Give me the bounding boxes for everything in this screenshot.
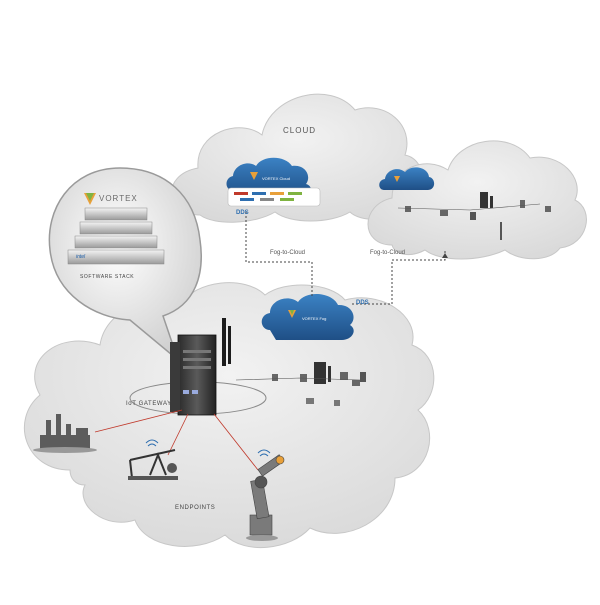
industrial-plant-icon: [33, 414, 97, 453]
remote-equipment: [397, 192, 551, 240]
arrow-head-icon: [442, 253, 448, 258]
fog-to-cloud-link: [245, 212, 313, 298]
iot-gateway-label: IoT GATEWAY: [126, 401, 172, 407]
robot-arm-icon: [246, 454, 285, 541]
dds-label-right: DDS: [356, 300, 369, 306]
vortex-fog-label: VORTEX Fog: [302, 316, 327, 321]
fog-to-cloud-label-left: Fog-to-Cloud: [270, 250, 306, 256]
remote-vortex-badge: [379, 167, 435, 190]
endpoints-label: ENDPOINTS: [175, 505, 216, 511]
software-stack-label: SOFTWARE STACK: [80, 274, 135, 280]
vortex-cloud-label: VORTEX Cloud: [262, 176, 290, 181]
fog-to-cloud-label-right: Fog-to-Cloud: [370, 250, 406, 256]
cloud-label: CLOUD: [283, 126, 317, 135]
stack-layer-intel: intel: [76, 254, 86, 260]
vortex-logo-text: VORTEX: [99, 194, 138, 203]
endpoint-links: [94, 409, 259, 471]
fog-to-remote-link: [352, 250, 446, 305]
vortex-fog-badge: [261, 294, 354, 340]
software-stack-bubble: [48, 167, 202, 363]
pump-jack-icon: [128, 449, 178, 480]
cloud-main: [23, 282, 435, 549]
iot-gateway-device: [170, 318, 231, 416]
dds-label-top: DDS: [236, 210, 249, 216]
wifi-icon: [145, 439, 271, 457]
fog-node-equipment: [235, 362, 366, 406]
vortex-cloud-badge: [226, 157, 321, 207]
